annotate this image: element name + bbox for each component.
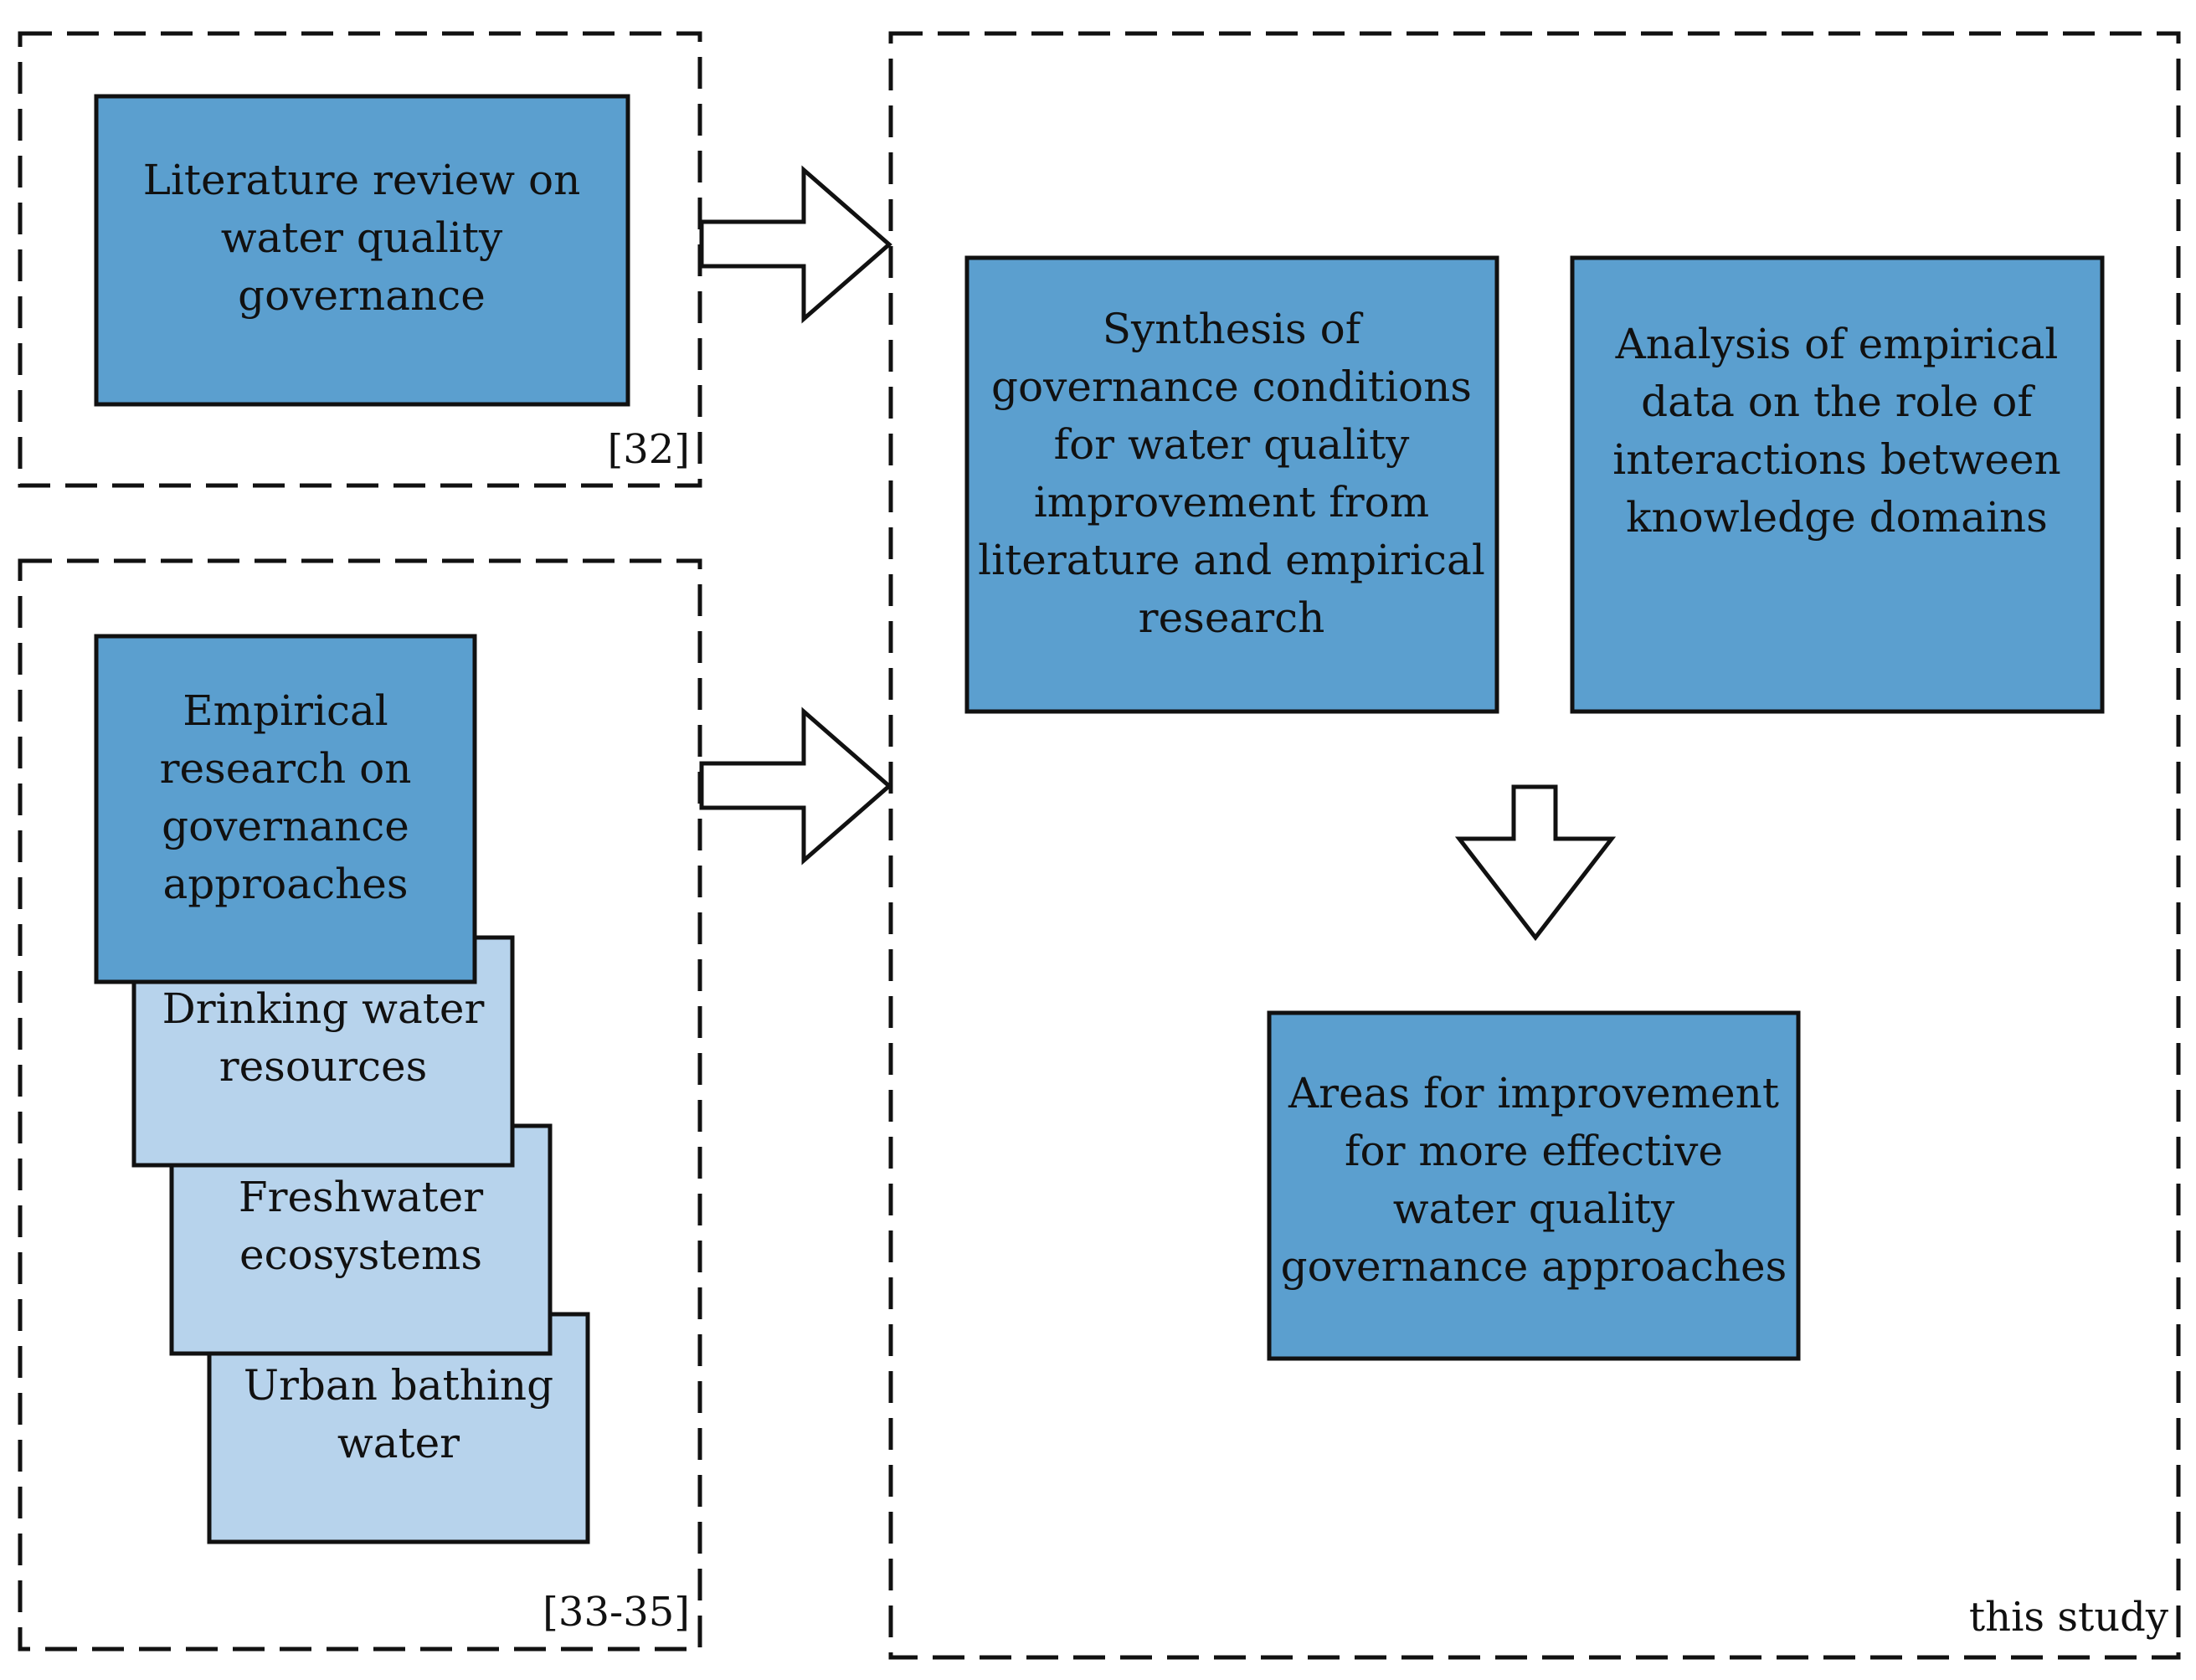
analysis-line-3: interactions between — [1612, 435, 2060, 484]
analysis-box: Analysis of empirical data on the role of… — [1570, 255, 2105, 714]
analysis-line-1: Analysis of empirical — [1615, 320, 2059, 368]
areas-for-improvement-box: Areas for improvement for more effective w… — [1267, 1010, 1801, 1361]
study-ref-label: this study — [1969, 1594, 2168, 1641]
literature-review-box: Literature review on water quality governa… — [94, 94, 630, 407]
arrow-down-to-areas — [1454, 784, 1617, 942]
literature-review-line-2: water quality — [221, 213, 503, 262]
synthesis-line-5: literature and empirical — [978, 536, 1485, 584]
urban-bathing-line-1: Urban bathing — [244, 1361, 553, 1410]
areas-line-4: governance approaches — [1281, 1242, 1787, 1291]
urban-bathing-line-2: water — [337, 1419, 460, 1467]
empirical-research-line-4: approaches — [162, 860, 408, 908]
analysis-line-2: data on the role of — [1641, 378, 2035, 426]
freshwater-line-2: ecosystems — [239, 1230, 482, 1279]
areas-line-1: Areas for improvement — [1288, 1069, 1779, 1117]
arrow-right-empirical — [699, 706, 892, 866]
analysis-line-4: knowledge domains — [1626, 493, 2048, 542]
synthesis-box: Synthesis of governance conditions for wat… — [964, 255, 1499, 714]
literature-review-line-3: governance — [238, 271, 486, 320]
areas-line-2: for more effective — [1345, 1127, 1723, 1175]
freshwater-line-1: Freshwater — [239, 1173, 483, 1221]
literature-review-line-1: Literature review on — [143, 156, 581, 204]
drinking-water-line-2: resources — [219, 1042, 428, 1091]
arrow-right-literature — [699, 165, 892, 324]
areas-line-3: water quality — [1393, 1184, 1675, 1233]
synthesis-line-6: research — [1139, 593, 1325, 642]
empirical-research-line-2: research on — [160, 744, 412, 793]
empirical-research-line-1: Empirical — [183, 686, 388, 735]
synthesis-line-4: improvement from — [1034, 478, 1429, 527]
empirical-ref-label: [33-35] — [543, 1589, 690, 1636]
empirical-panel — [18, 558, 702, 1652]
drinking-water-line-1: Drinking water — [162, 984, 485, 1033]
empirical-research-box: Empirical research on governance approaches — [94, 634, 477, 984]
empirical-research-line-3: governance — [162, 802, 409, 850]
synthesis-line-3: for water quality — [1054, 420, 1411, 469]
synthesis-line-1: Synthesis of — [1103, 305, 1364, 353]
synthesis-line-2: governance conditions — [991, 362, 1472, 411]
literature-ref-label: [32] — [607, 426, 690, 473]
